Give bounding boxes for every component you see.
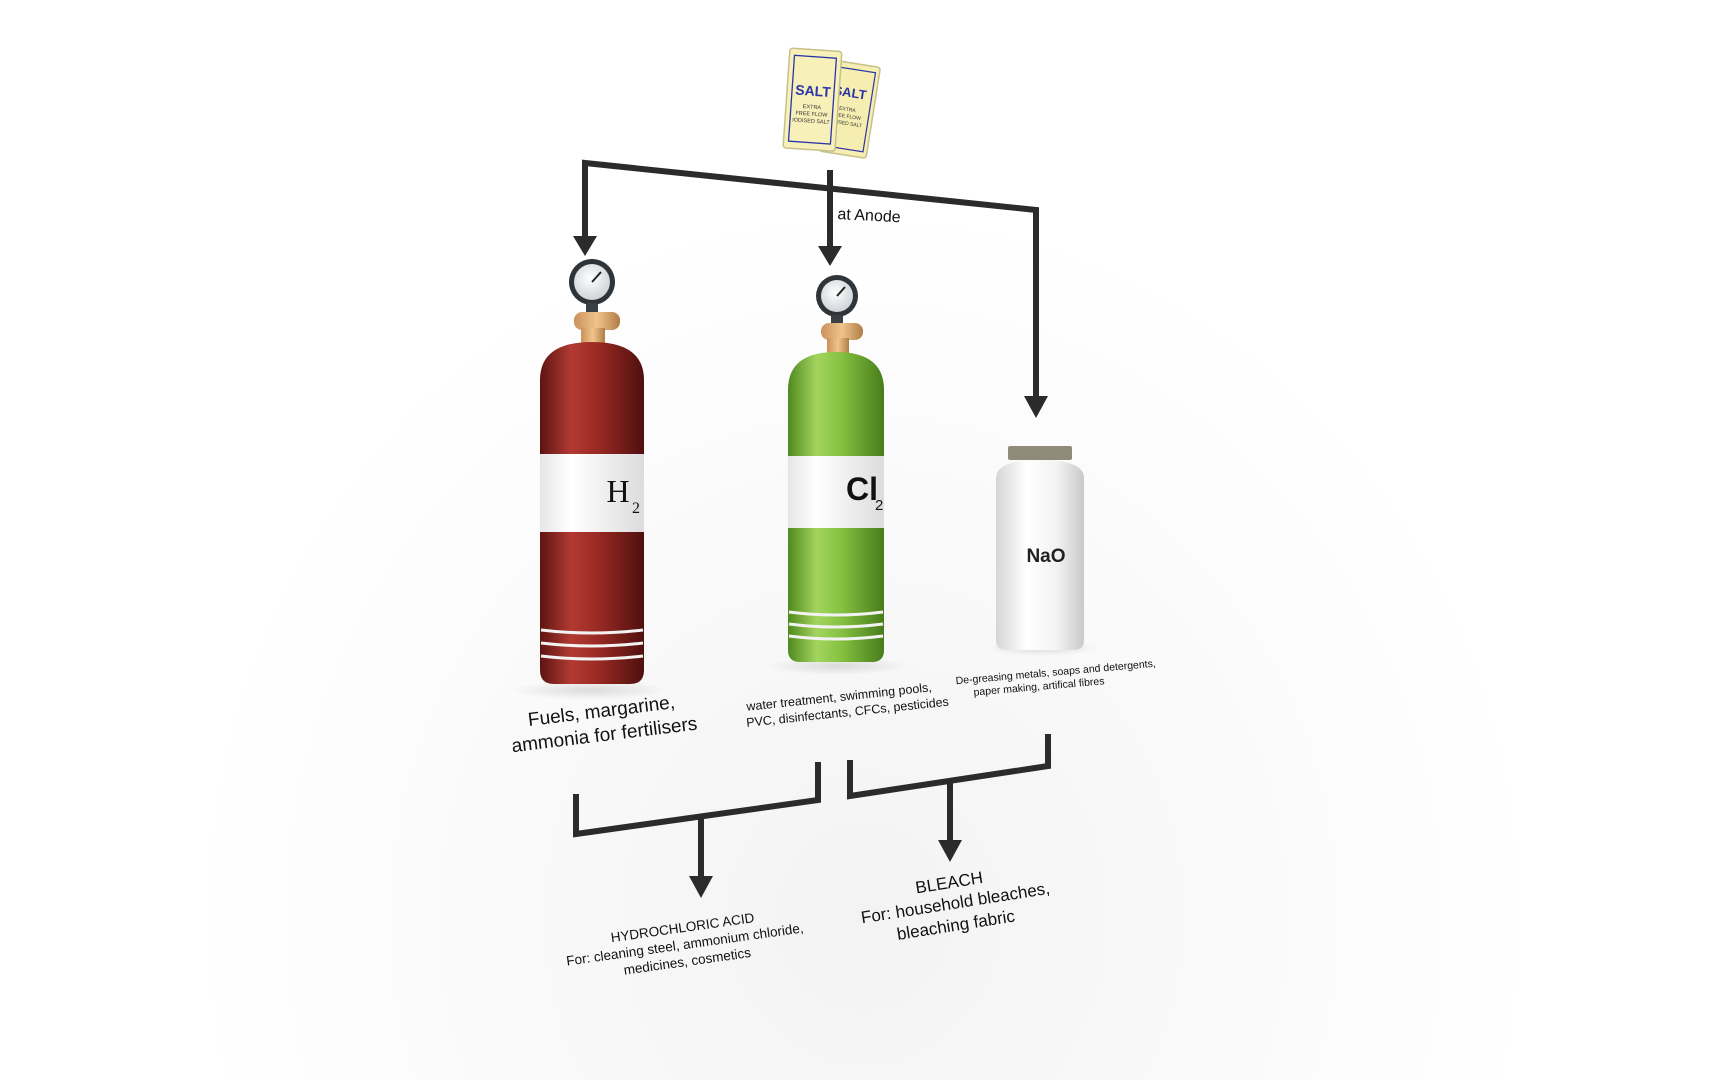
cl2-label-band xyxy=(788,456,884,528)
salt-line2-back: FREE FLOW xyxy=(831,112,861,123)
cl2-naoh-combine-line xyxy=(847,734,1051,800)
anode-label: at Anode xyxy=(837,205,902,227)
chlorine-cylinder: Cl 2 xyxy=(788,275,884,662)
naoh-bottle-body xyxy=(996,460,1084,650)
h2-valve-icon xyxy=(574,312,620,330)
naoh-label: NaO xyxy=(1026,546,1065,567)
salt-packet-icon: SALT EXTRA FREE FLOW IODISED SALT SALT E… xyxy=(782,47,881,159)
h2-symbol: H xyxy=(606,473,629,509)
cl2-subscript: 2 xyxy=(875,497,883,514)
salt-brand-front: SALT xyxy=(795,81,832,99)
cl2-valve-icon xyxy=(821,323,863,340)
arrow-head-to-bleach xyxy=(938,840,962,862)
arrow-head-to-h2 xyxy=(573,236,597,256)
salt-split-arrows xyxy=(582,159,1039,400)
salt-line1-back: EXTRA xyxy=(839,106,857,115)
naoh-bottle: NaO xyxy=(996,446,1084,650)
top-branch-line xyxy=(582,159,1039,400)
h2-cl2-combine-line xyxy=(573,762,821,838)
arrow-head-to-cl2 xyxy=(818,246,842,266)
salt-line3-front: IODISED SALT xyxy=(792,117,830,126)
cl2-symbol: Cl xyxy=(846,471,878,507)
hydrogen-cylinder: H 2 xyxy=(540,259,644,684)
salt-brand-back: SALT xyxy=(833,83,868,103)
naoh-cap xyxy=(1008,446,1072,460)
arrow-head-to-hcl xyxy=(689,876,713,898)
salt-line2-front: FREE FLOW xyxy=(795,111,828,119)
salt-line1-front: EXTRA xyxy=(803,104,822,111)
h2-subscript: 2 xyxy=(632,500,640,517)
h2-label-band xyxy=(540,454,644,532)
salt-line3-back: IODISED SALT xyxy=(828,118,863,129)
combine-arrows xyxy=(573,734,1051,880)
h2-shadow xyxy=(510,680,670,700)
arrow-head-to-naoh xyxy=(1024,396,1048,418)
